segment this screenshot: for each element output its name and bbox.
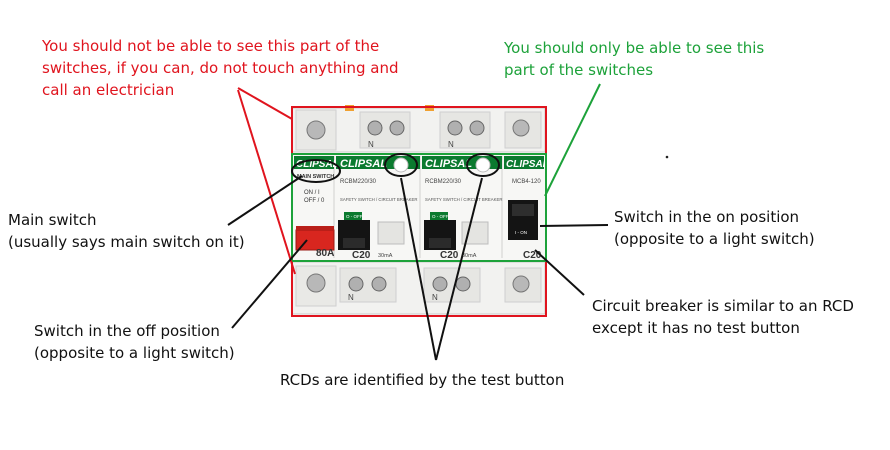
visible-part-line-1: You should only be able to see this <box>504 39 765 57</box>
hidden-warning-line-3: call an electrician <box>42 81 175 99</box>
rcd-callout-ellipse-2 <box>466 153 500 177</box>
main-switch-callout-ellipse <box>291 159 341 183</box>
rcbo-2-rating: C20 <box>440 250 459 261</box>
switch-on-annotation-line-2: (opposite to a light switch) <box>614 230 815 248</box>
brand-main: CLIPSAL <box>296 159 339 170</box>
top-terminal-n-label-1: N <box>368 140 374 149</box>
circuit-breaker-annotation-line-1: Circuit breaker is similar to an RCD <box>592 297 854 315</box>
rcbo-2-subtitle: SAFETY SWITCH / CIRCUIT BREAKER <box>425 197 502 202</box>
rcbo-1-subtitle: SAFETY SWITCH / CIRCUIT BREAKER <box>340 197 417 202</box>
main-switch-off-text: OFF / 0 <box>304 198 325 204</box>
rcbo-2-trip: 30mA <box>462 253 477 259</box>
visible-area-box <box>291 153 547 262</box>
brand-mcb: CLIPSAL <box>506 159 549 170</box>
mcb-toggle-text: I - ON <box>515 230 527 235</box>
top-terminal-n-label-2: N <box>448 140 454 149</box>
rcd-line-right <box>435 177 483 361</box>
main-switch-line <box>227 175 303 226</box>
rcd-callout-ellipse-1 <box>384 153 418 177</box>
switch-off-annotation-line-1: Switch in the off position <box>34 322 220 340</box>
main-switch-toggle[interactable] <box>295 226 335 251</box>
mcb-model: MCB4-120 <box>512 179 541 185</box>
mcb-toggle[interactable] <box>508 200 538 240</box>
rcd-test-button-2[interactable] <box>475 157 491 173</box>
switch-on-annotation-line-1: Switch in the on position <box>614 208 800 226</box>
switch-off-annotation-line-2: (opposite to a light switch) <box>34 344 235 362</box>
main-switch-annotation-line-1: Main switch <box>8 211 97 229</box>
bottom-terminal-n-label-1: N <box>348 293 354 302</box>
brand-rcbo-2: CLIPSAL <box>425 158 472 170</box>
switch-off-line <box>231 239 308 329</box>
visible-part-line <box>544 83 601 197</box>
hidden-warning-line-bottom <box>237 89 296 275</box>
rcbo-1-model: RCBM220/30 <box>340 179 377 185</box>
rcbo-1-rating: C20 <box>352 250 371 261</box>
main-switch-annotation-line-2: (usually says main switch on it) <box>8 233 245 251</box>
rcbo-1-toggle-text: O - OFF <box>346 214 363 219</box>
hidden-warning-line-top <box>237 87 293 120</box>
rcd-annotation: RCDs are identified by the test button <box>280 371 565 389</box>
switch-on-line <box>539 224 609 227</box>
mcb-rating: C20 <box>523 250 542 261</box>
hidden-warning-line-1: You should not be able to see this part … <box>42 37 380 55</box>
rcbo-2-model: RCBM220/30 <box>425 179 462 185</box>
circuit-breaker-line <box>534 249 585 296</box>
rcbo-1-trip: 30mA <box>378 253 393 259</box>
top-terminal-strip <box>291 105 546 153</box>
rcbo-1-toggle[interactable] <box>338 212 370 250</box>
main-switch-on-text: ON / I <box>304 190 320 196</box>
rcbo-2-toggle[interactable] <box>424 212 456 250</box>
main-switch-rating: 80A <box>316 248 334 259</box>
rcbo-1-lever <box>377 221 405 245</box>
rcd-test-button-1[interactable] <box>393 157 409 173</box>
rcbo-2-toggle-text: O - OFF <box>432 214 449 219</box>
bottom-terminal-n-label-2: N <box>432 293 438 302</box>
visible-part-line-2: part of the switches <box>504 61 654 79</box>
hidden-warning-line-2: switches, if you can, do not touch anyth… <box>42 59 399 77</box>
rcd-line-left <box>400 177 437 361</box>
dot-mark <box>665 155 669 159</box>
brand-rcbo-1: CLIPSAL <box>340 158 387 170</box>
circuit-breaker-annotation-line-2: except it has no test button <box>592 319 800 337</box>
main-switch-label: MAIN SWITCH <box>297 174 334 180</box>
